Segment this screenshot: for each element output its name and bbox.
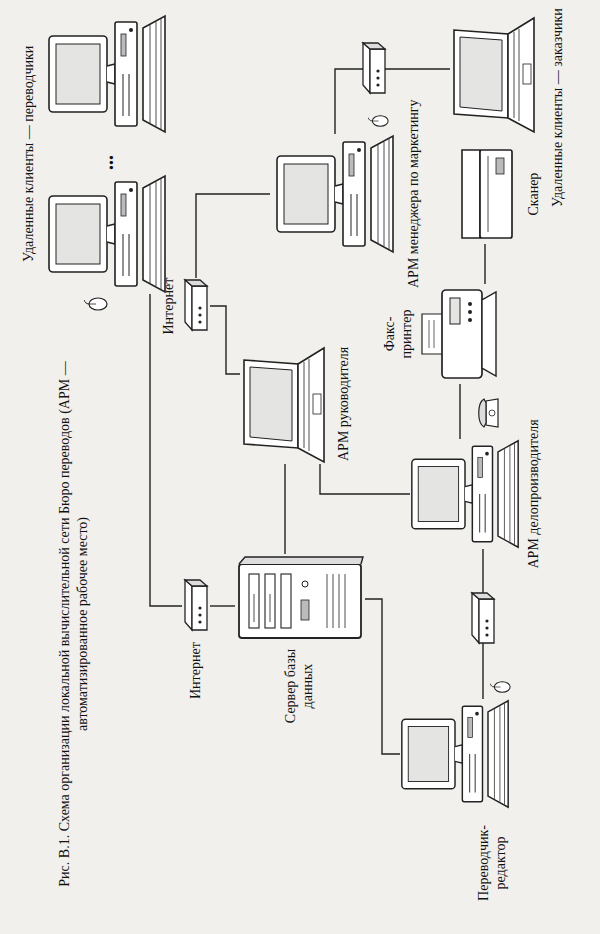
network-cable bbox=[150, 294, 182, 606]
device-label: АРМ руководителя bbox=[336, 347, 353, 461]
modem-icon bbox=[363, 43, 385, 93]
fax-printer-icon bbox=[422, 290, 496, 378]
device-node: АРМ руководителя bbox=[240, 344, 330, 464]
network-cable bbox=[210, 306, 240, 374]
device-node: Удаленные клиенты — переводчики bbox=[42, 14, 172, 294]
device-node: Интернет bbox=[182, 578, 210, 634]
figure-caption: Рис. В.1. Схема организации локальной вы… bbox=[56, 334, 92, 914]
mouse-icon bbox=[490, 682, 510, 693]
laptop-icon bbox=[454, 18, 534, 132]
device-label: Сервер базы данных bbox=[283, 630, 317, 742]
network-cable bbox=[335, 69, 450, 134]
modem-icon bbox=[185, 280, 207, 330]
network-cable bbox=[320, 464, 410, 494]
device-label: АРМ менеджера по маркетингу bbox=[406, 100, 423, 288]
mouse-icon bbox=[84, 298, 107, 310]
pc-icon bbox=[49, 176, 165, 292]
ellipsis-label: ... bbox=[96, 155, 116, 170]
phone-icon bbox=[479, 399, 498, 427]
pc-icon bbox=[402, 701, 508, 807]
network-cable bbox=[196, 194, 270, 278]
laptop-icon bbox=[244, 348, 324, 462]
device-node: АРМ делопроизводителя bbox=[410, 439, 520, 549]
device-node: Факс-принтер bbox=[420, 284, 500, 384]
server-icon bbox=[239, 557, 363, 638]
pc-icon bbox=[277, 136, 393, 252]
device-label: Сканер bbox=[526, 173, 543, 216]
device-label: Удаленные клиенты — заказчики bbox=[550, 8, 567, 207]
device-label: Интернет bbox=[188, 642, 205, 699]
network-cable bbox=[459, 384, 460, 439]
device-label: Удаленные клиенты — переводчики bbox=[21, 46, 38, 262]
device-node: Переводчик-редактор bbox=[400, 699, 510, 809]
network-cable bbox=[365, 599, 400, 754]
pc-icon bbox=[49, 16, 165, 132]
modem-icon bbox=[472, 593, 494, 643]
device-label: Интернет bbox=[161, 278, 178, 335]
pc-icon bbox=[412, 441, 518, 547]
network-cable bbox=[284, 464, 285, 554]
network-cable bbox=[210, 605, 235, 606]
device-node: Удаленные клиенты — заказчики bbox=[450, 14, 540, 134]
device-label: АРМ делопроизводителя bbox=[526, 419, 543, 568]
mouse-icon bbox=[368, 116, 388, 127]
device-node: АРМ менеджера по маркетингу bbox=[270, 134, 400, 254]
device-node: Интернет bbox=[182, 278, 210, 334]
device-label: Переводчик-редактор bbox=[476, 815, 510, 911]
modem-icon bbox=[185, 580, 207, 630]
device-node: Сканер bbox=[450, 144, 520, 244]
device-node: Сервер базы данных bbox=[235, 554, 365, 644]
scanner-icon bbox=[462, 150, 512, 238]
device-label: Факс-принтер bbox=[382, 298, 416, 370]
network-cable bbox=[484, 244, 485, 284]
